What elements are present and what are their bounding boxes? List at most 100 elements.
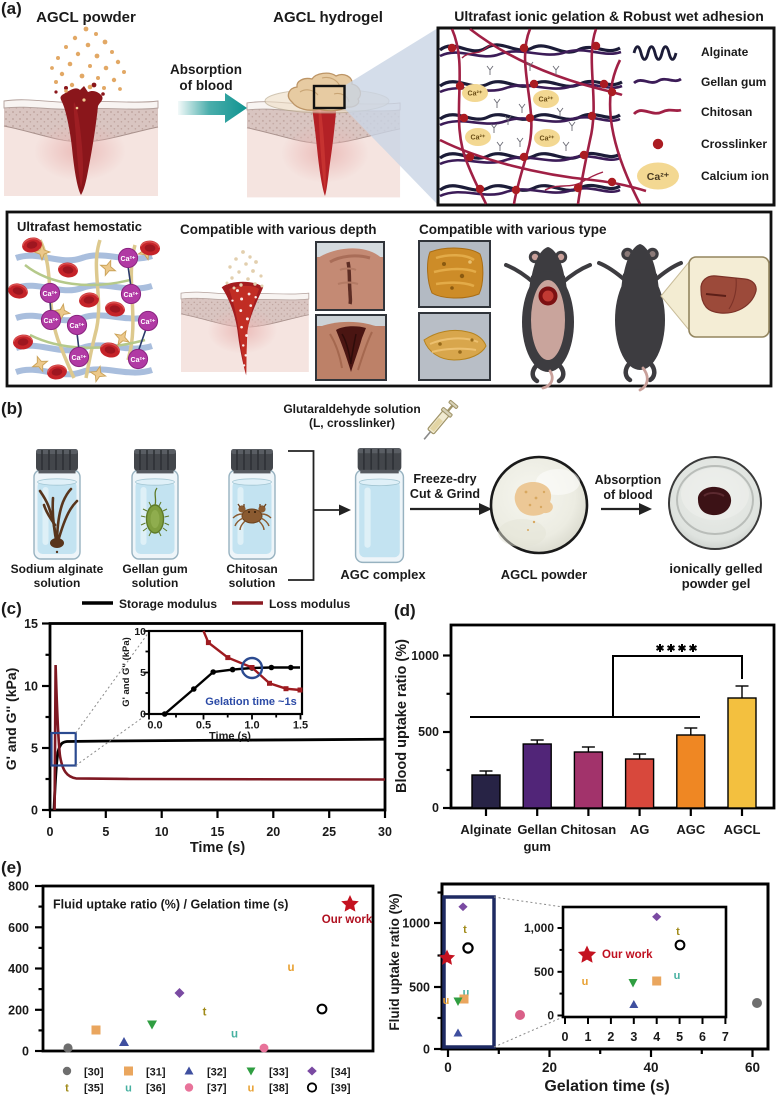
svg-text:1: 1 bbox=[585, 1030, 592, 1044]
svg-text:Calcium ion: Calcium ion bbox=[701, 169, 769, 183]
svg-text:[38]: [38] bbox=[269, 1083, 289, 1095]
svg-text:[35]: [35] bbox=[84, 1083, 104, 1095]
svg-text:Compatible with various depth: Compatible with various depth bbox=[180, 222, 377, 237]
svg-text:AGCL hydrogel: AGCL hydrogel bbox=[273, 9, 383, 26]
svg-text:0: 0 bbox=[47, 825, 54, 839]
svg-text:(L, crosslinker): (L, crosslinker) bbox=[309, 416, 395, 430]
svg-text:Cut & Grind: Cut & Grind bbox=[410, 487, 480, 501]
svg-text:600: 600 bbox=[8, 921, 29, 935]
svg-text:Gelation time (s): Gelation time (s) bbox=[544, 1078, 669, 1095]
svg-text:800: 800 bbox=[8, 880, 29, 894]
svg-text:Alginate: Alginate bbox=[701, 45, 749, 59]
svg-text:10: 10 bbox=[24, 680, 38, 694]
svg-text:Ca²⁺: Ca²⁺ bbox=[647, 171, 670, 183]
svg-text:Loss modulus: Loss modulus bbox=[269, 597, 351, 611]
svg-text:2: 2 bbox=[607, 1030, 614, 1044]
svg-text:10: 10 bbox=[134, 626, 146, 638]
svg-text:1.0: 1.0 bbox=[244, 720, 259, 732]
svg-text:AGC complex: AGC complex bbox=[340, 567, 426, 582]
svg-text:1000: 1000 bbox=[411, 649, 439, 663]
svg-text:Ca²⁺: Ca²⁺ bbox=[471, 135, 486, 142]
svg-text:Gellan gum: Gellan gum bbox=[122, 562, 187, 576]
svg-text:of blood: of blood bbox=[603, 488, 652, 502]
svg-text:0: 0 bbox=[22, 1045, 29, 1059]
svg-text:Absorption: Absorption bbox=[595, 473, 662, 487]
svg-text:[34]: [34] bbox=[331, 1067, 351, 1079]
svg-text:Ultrafast hemostatic: Ultrafast hemostatic bbox=[17, 219, 142, 234]
svg-text:0: 0 bbox=[423, 1043, 430, 1057]
svg-text:0: 0 bbox=[140, 709, 146, 721]
svg-text:Ca²⁺: Ca²⁺ bbox=[539, 97, 554, 104]
svg-text:[33]: [33] bbox=[269, 1067, 289, 1079]
svg-text:Crosslinker: Crosslinker bbox=[701, 137, 767, 151]
svg-text:0: 0 bbox=[444, 1060, 452, 1075]
svg-text:Storage modulus: Storage modulus bbox=[119, 597, 217, 611]
svg-text:ionically gelled: ionically gelled bbox=[669, 561, 762, 576]
svg-text:1.5: 1.5 bbox=[293, 720, 308, 732]
svg-text:t: t bbox=[65, 1083, 69, 1095]
svg-text:u: u bbox=[287, 962, 294, 974]
svg-text:0.5: 0.5 bbox=[196, 720, 211, 732]
svg-text:AGCL powder: AGCL powder bbox=[501, 567, 587, 582]
svg-text:u: u bbox=[443, 995, 450, 1007]
svg-text:40: 40 bbox=[643, 1060, 658, 1075]
svg-text:0: 0 bbox=[432, 801, 439, 815]
svg-text:AGC: AGC bbox=[676, 822, 706, 837]
svg-text:Alginate: Alginate bbox=[460, 822, 511, 837]
svg-text:u: u bbox=[125, 1083, 132, 1095]
svg-text:[36]: [36] bbox=[146, 1083, 166, 1095]
svg-text:10: 10 bbox=[155, 825, 169, 839]
svg-text:u: u bbox=[231, 1029, 238, 1041]
svg-text:0: 0 bbox=[31, 804, 38, 818]
svg-text:20: 20 bbox=[542, 1060, 557, 1075]
svg-text:(b): (b) bbox=[1, 399, 23, 418]
svg-text:Ca²⁺: Ca²⁺ bbox=[468, 91, 483, 98]
svg-text:Chitosan: Chitosan bbox=[226, 562, 277, 576]
svg-text:(e): (e) bbox=[1, 858, 22, 877]
svg-text:Gellan: Gellan bbox=[517, 822, 557, 837]
svg-text:[37]: [37] bbox=[207, 1083, 227, 1095]
svg-text:Chitosan: Chitosan bbox=[561, 822, 617, 837]
svg-text:Absorption: Absorption bbox=[170, 62, 242, 77]
svg-text:G' and G'' (kPa): G' and G'' (kPa) bbox=[3, 668, 19, 771]
svg-text:400: 400 bbox=[8, 962, 29, 976]
svg-text:15: 15 bbox=[24, 617, 38, 631]
svg-text:solution: solution bbox=[229, 576, 276, 590]
svg-text:4: 4 bbox=[653, 1030, 660, 1044]
svg-text:5: 5 bbox=[102, 825, 109, 839]
svg-text:[32]: [32] bbox=[207, 1067, 227, 1079]
svg-text:Time (s): Time (s) bbox=[209, 731, 251, 743]
svg-text:0: 0 bbox=[547, 1009, 554, 1023]
svg-text:Freeze-dry: Freeze-dry bbox=[413, 472, 476, 486]
svg-text:500: 500 bbox=[409, 981, 430, 995]
svg-text:6: 6 bbox=[699, 1030, 706, 1044]
svg-text:5: 5 bbox=[31, 742, 38, 756]
svg-text:AG: AG bbox=[630, 822, 650, 837]
svg-text:5: 5 bbox=[140, 667, 146, 679]
svg-text:1,000: 1,000 bbox=[524, 921, 554, 935]
svg-text:AGCL powder: AGCL powder bbox=[36, 9, 136, 26]
svg-text:15: 15 bbox=[211, 825, 225, 839]
svg-text:500: 500 bbox=[418, 725, 439, 739]
svg-text:3: 3 bbox=[630, 1030, 637, 1044]
svg-text:0: 0 bbox=[562, 1030, 569, 1044]
svg-text:t: t bbox=[463, 924, 467, 936]
svg-text:(c): (c) bbox=[1, 599, 22, 618]
svg-text:25: 25 bbox=[322, 825, 336, 839]
svg-text:30: 30 bbox=[378, 825, 392, 839]
svg-text:500: 500 bbox=[534, 965, 554, 979]
svg-text:7: 7 bbox=[722, 1030, 729, 1044]
svg-text:solution: solution bbox=[34, 576, 81, 590]
svg-text:G' and G'' (kPa): G' and G'' (kPa) bbox=[121, 637, 132, 707]
svg-text:of blood: of blood bbox=[179, 78, 232, 93]
svg-text:Fluid uptake ratio (%) / Gelat: Fluid uptake ratio (%) / Gelation time (… bbox=[53, 898, 288, 912]
svg-text:20: 20 bbox=[266, 825, 280, 839]
svg-text:Our work: Our work bbox=[322, 914, 373, 926]
svg-text:200: 200 bbox=[8, 1003, 29, 1017]
svg-text:solution: solution bbox=[132, 576, 179, 590]
svg-text:[31]: [31] bbox=[146, 1067, 166, 1079]
svg-text:Blood uptake ratio (%): Blood uptake ratio (%) bbox=[394, 639, 410, 793]
svg-text:60: 60 bbox=[745, 1060, 760, 1075]
svg-text:AGCL: AGCL bbox=[724, 822, 761, 837]
svg-text:5: 5 bbox=[676, 1030, 683, 1044]
